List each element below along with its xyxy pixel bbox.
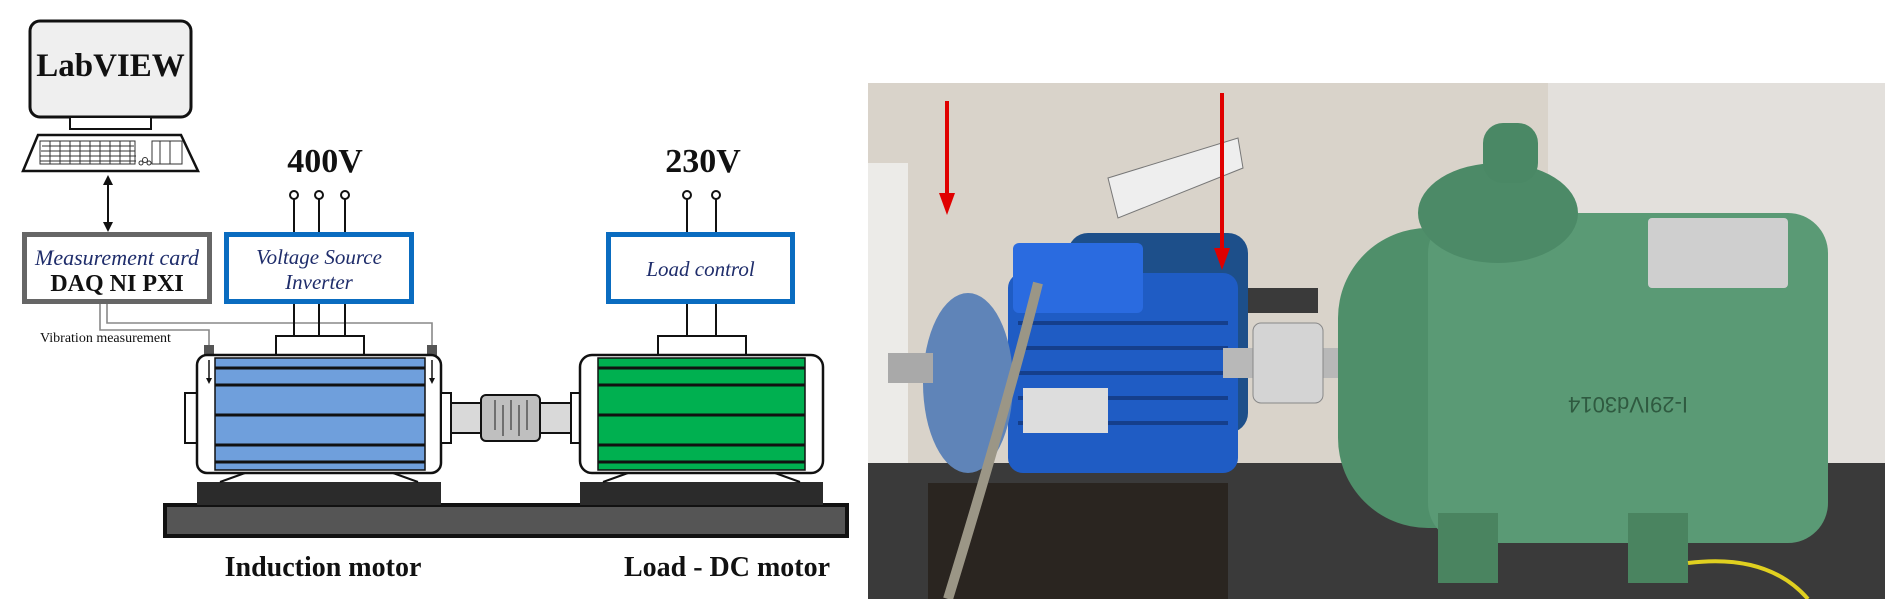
induction-motor-label: Induction motor [224, 552, 422, 583]
sensor-arrow-left [939, 101, 955, 215]
inverter-line1: Voltage Source [256, 245, 382, 269]
vibration-sensor-right [427, 345, 437, 357]
measurement-card-box: Measurement card DAQ NI PXI [22, 232, 212, 304]
test-bench-photo: I-29IVd3014 [868, 83, 1885, 599]
vibration-sensor-left [204, 345, 214, 357]
dc-motor-foot [580, 482, 823, 505]
measurement-card-model: DAQ NI PXI [50, 271, 184, 297]
shaft-coupling [440, 392, 582, 444]
photo-nameplate [1648, 218, 1788, 288]
load-control-box: Load control [606, 232, 795, 304]
labview-label: LabVIEW [36, 48, 185, 84]
photo-motor-stencil: I-29IVd3014 [1568, 392, 1688, 417]
induction-motor [184, 353, 443, 475]
measurement-card-title: Measurement card [35, 245, 199, 270]
load-control-label: Load control [646, 257, 755, 281]
voltage-230v-label: 230V [665, 143, 741, 180]
voltage-400v-label: 400V [287, 143, 363, 180]
vibration-measurement-label: Vibration measurement [40, 331, 171, 346]
sensor-arrow-right [1214, 93, 1230, 270]
terminals-400v [289, 190, 350, 336]
computer-icon [21, 19, 200, 173]
induction-motor-foot [197, 482, 441, 505]
vibration-wires [99, 304, 433, 345]
dc-motor-label: Load - DC motor [623, 552, 831, 583]
terminal-box-dc [657, 335, 747, 356]
base-rail [163, 503, 849, 538]
terminals-230v [682, 190, 721, 336]
terminal-box-induction [275, 335, 365, 356]
inverter-line2: Inverter [285, 270, 353, 294]
inverter-box: Voltage Source Inverter [224, 232, 414, 304]
schematic-drawing [21, 19, 849, 538]
bidirectional-arrow [103, 175, 113, 232]
dc-motor [578, 353, 825, 475]
